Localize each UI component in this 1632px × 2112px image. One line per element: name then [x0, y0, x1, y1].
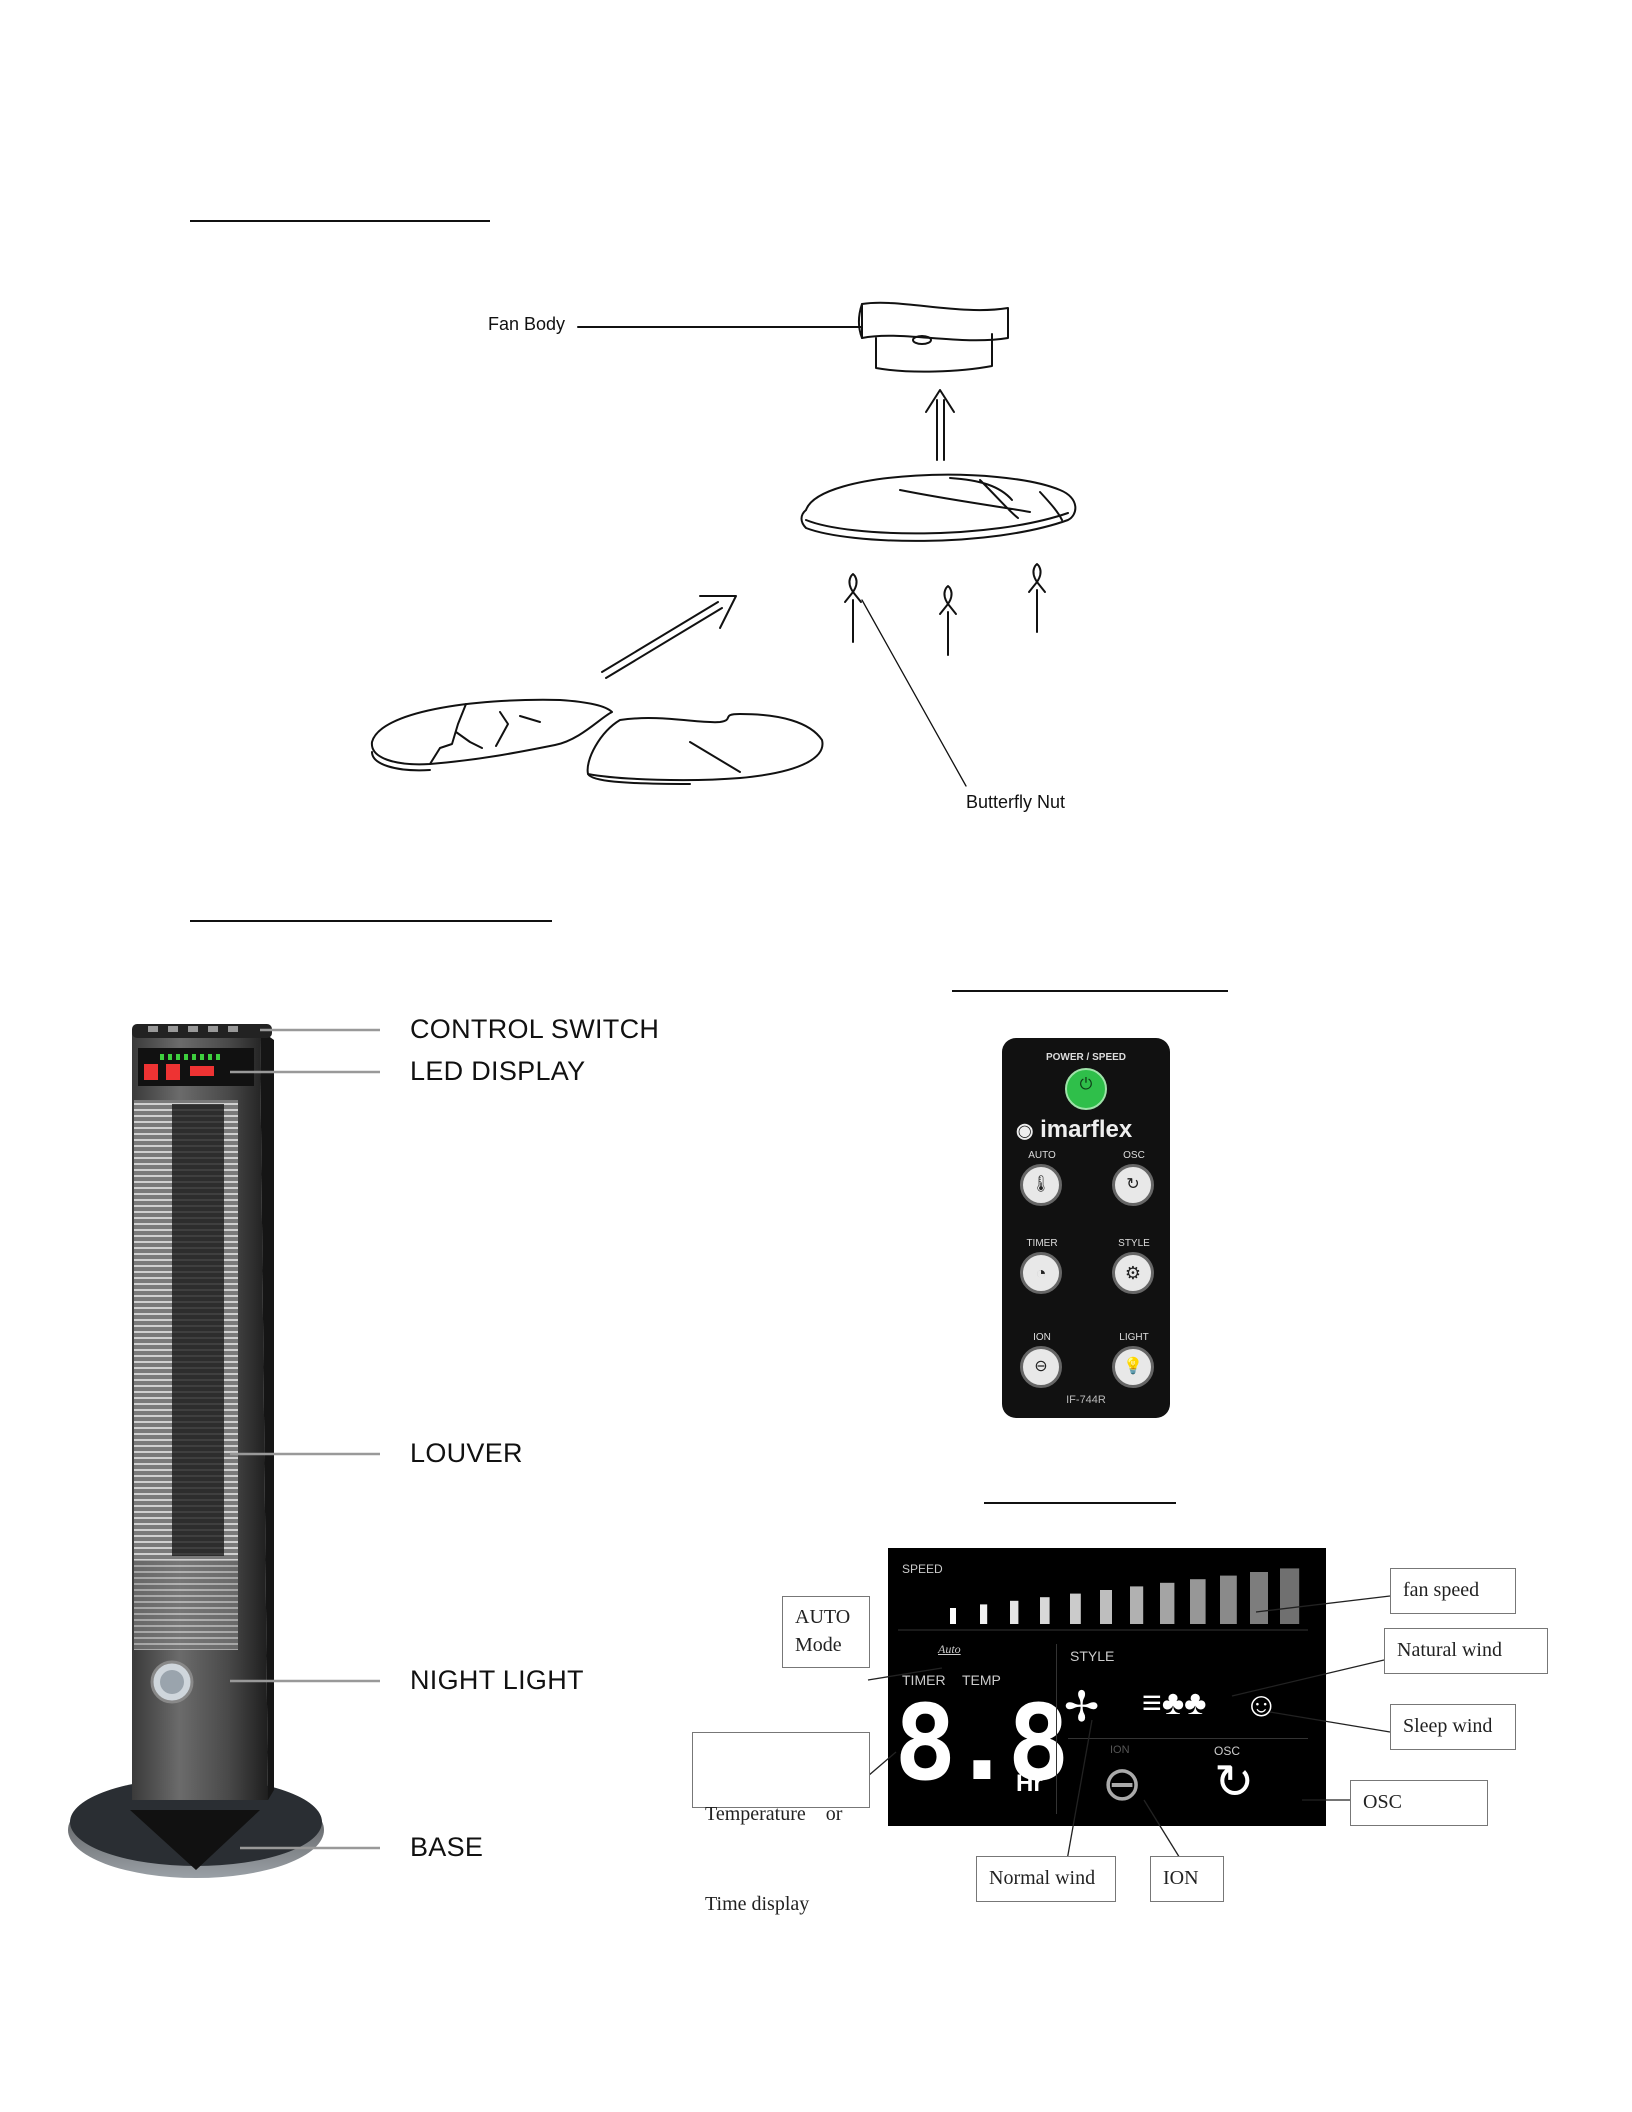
lcd-vertical-divider: [1056, 1644, 1057, 1814]
timer-button[interactable]: ◔: [1020, 1252, 1062, 1294]
seven-segment-digits: 8.8: [894, 1682, 1070, 1804]
lightbulb-icon: 💡: [1123, 1358, 1143, 1375]
speed-bar: [1010, 1600, 1019, 1624]
lcd-divider: [1068, 1738, 1308, 1739]
power-icon: ⏻: [1079, 1076, 1093, 1093]
thermometer-icon: 🌡: [1030, 1176, 1052, 1193]
temp-time-callout-line1: Temperature or: [705, 1803, 843, 1825]
base-label: BASE: [410, 1832, 484, 1862]
style-button[interactable]: ⚙: [1112, 1252, 1154, 1294]
osc-label: OSC: [1123, 1150, 1145, 1161]
speed-bar: [980, 1604, 988, 1624]
speed-bar: [1190, 1579, 1206, 1624]
tower-fan-image: [68, 1024, 324, 1878]
base-left-half-icon: [370, 698, 613, 772]
temp-time-callout-line2: Time display: [705, 1893, 810, 1915]
osc-callout: OSC: [1350, 1780, 1488, 1826]
night-light-label: NIGHT LIGHT: [410, 1665, 584, 1695]
ion-label: ION: [1033, 1332, 1051, 1343]
auto-button[interactable]: 🌡: [1020, 1164, 1062, 1206]
power-button[interactable]: ⏻: [1065, 1068, 1107, 1110]
ion-button[interactable]: ⊖: [1020, 1346, 1062, 1388]
base-top-icon: [800, 473, 1077, 542]
remote-control: POWER / SPEED ⏻ ◉ imarflex AUTO OSC 🌡 ↻ …: [1002, 1038, 1170, 1418]
style-indicator-label: STYLE: [1070, 1648, 1115, 1664]
up-arrow-icon: [925, 389, 955, 461]
brand-logo: ◉ imarflex: [1016, 1116, 1166, 1144]
louver-label: LOUVER: [410, 1438, 523, 1468]
gear-icon: ⚙: [1124, 1263, 1142, 1283]
sleep-wind-callout: Sleep wind: [1390, 1704, 1516, 1750]
light-label: LIGHT: [1119, 1332, 1149, 1343]
speed-bars: [898, 1568, 1308, 1631]
control-switch-label: CONTROL SWITCH: [410, 1014, 660, 1044]
section-rule-remote: [952, 990, 1228, 992]
timer-label: TIMER: [1026, 1238, 1058, 1249]
speed-bar: [1280, 1568, 1300, 1624]
auto-label: AUTO: [1028, 1150, 1056, 1161]
oscillate-icon: ↻: [1126, 1176, 1140, 1193]
led-display-label: LED DISPLAY: [410, 1056, 586, 1086]
butterfly-nut-leader-line: [861, 599, 967, 787]
natural-wind-callout: Natural wind: [1384, 1628, 1548, 1674]
osc-indicator-icon: ↻: [1214, 1756, 1255, 1809]
fan-body-label: Fan Body: [488, 314, 566, 334]
speed-bar: [1040, 1597, 1050, 1624]
section-rule-display: [984, 1502, 1176, 1504]
auto-mode-callout: AUTO Mode: [782, 1596, 870, 1668]
fan-body-icon: [858, 301, 1009, 373]
osc-button[interactable]: ↻: [1112, 1164, 1154, 1206]
power-speed-label: POWER / SPEED: [1045, 1052, 1126, 1063]
lcd-panel: SPEED Auto TIMER TEMP STYLE 8.8 Hr ✢ ≡♣♣…: [888, 1548, 1326, 1826]
speed-bar: [1100, 1590, 1112, 1624]
base-right-half-icon: [586, 713, 824, 785]
butterfly-nut-label: Butterfly Nut: [966, 792, 1066, 812]
brand-name: imarflex: [1040, 1116, 1133, 1143]
butterfly-nut-icon-1: [844, 573, 862, 643]
speed-bar: [950, 1608, 956, 1624]
butterfly-nut-icon-3: [1028, 563, 1046, 633]
timer-indicator-label: TIMER: [902, 1672, 946, 1688]
brand-mark-icon: ◉: [1016, 1120, 1034, 1142]
tower-leader-lines: [230, 1028, 380, 1850]
hours-unit: Hr: [1016, 1770, 1043, 1797]
temp-time-callout: Temperature or Time display: [692, 1732, 870, 1915]
auto-mode-callout-line2: Mode: [795, 1634, 842, 1656]
speed-bar: [1220, 1575, 1237, 1624]
ion-icon: ⊖: [1034, 1358, 1048, 1375]
fan-speed-callout: fan speed: [1390, 1568, 1516, 1614]
osc-indicator-label: OSC: [1214, 1744, 1241, 1758]
light-button[interactable]: 💡: [1112, 1346, 1154, 1388]
ion-callout: ION: [1150, 1856, 1224, 1902]
normal-wind-callout: Normal wind: [976, 1856, 1116, 1902]
natural-wind-icon: ≡♣♣: [1142, 1684, 1207, 1722]
style-label: STYLE: [1118, 1238, 1150, 1249]
speed-bar: [1070, 1593, 1081, 1624]
temp-indicator-label: TEMP: [962, 1672, 1001, 1688]
speed-bar: [1130, 1586, 1144, 1624]
model-number: IF-744R: [1066, 1394, 1106, 1406]
speed-label: SPEED: [902, 1562, 943, 1576]
assembly-drawing: [370, 301, 1077, 787]
section-rule-parts: [190, 920, 552, 922]
butterfly-nut-icon-2: [939, 585, 957, 656]
ion-indicator-icon: ⊖: [1102, 1758, 1143, 1811]
speed-bar: [1160, 1582, 1175, 1624]
ion-indicator-label: ION: [1110, 1744, 1130, 1756]
section-rule-assembly: [190, 220, 490, 222]
auto-mode-callout-line1: AUTO: [795, 1606, 851, 1628]
timer-icon: ◔: [1035, 1263, 1047, 1283]
diagonal-arrow-icon: [601, 595, 737, 679]
auto-mode-indicator: Auto: [938, 1642, 961, 1656]
normal-wind-icon: ✢: [1064, 1683, 1100, 1730]
